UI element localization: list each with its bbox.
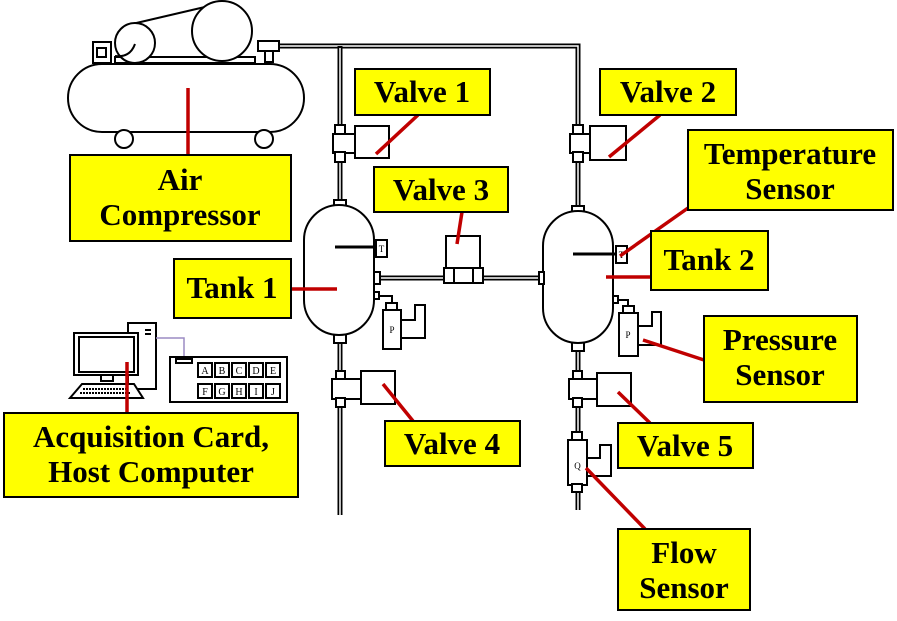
card-key-label: G [218,387,225,398]
card-key [214,362,230,378]
card-key [248,383,264,399]
card-key [214,383,230,399]
label-valve-1: Valve 1 [354,68,491,116]
pressure-glyph: P [625,330,630,340]
card-key [265,383,281,399]
card-key-label: F [202,387,208,398]
label-text: Sensor [639,570,729,605]
label-text: Valve 3 [393,172,489,207]
label-valve-4: Valve 4 [384,420,521,467]
host-computer-icon [67,322,185,399]
temperature-glyph: T [379,244,385,254]
card-key-label: J [271,387,275,398]
flow-glyph: Q [574,461,581,471]
tank-1-icon: T [303,199,388,344]
label-text: Sensor [745,171,835,206]
label-tank-2: Tank 2 [650,230,769,291]
label-text: Tank 1 [186,270,277,305]
label-acquisition-host-computer: Acquisition Card, Host Computer [3,412,299,498]
label-valve-2: Valve 2 [599,68,737,116]
label-text: Host Computer [48,454,254,489]
card-key-label: H [235,387,242,398]
valve-5-icon [568,370,632,408]
label-text: Acquisition Card, [33,419,269,454]
label-text: Valve 5 [637,428,733,463]
leader-lines [125,88,705,531]
card-key-label: E [270,366,276,377]
valve-2-icon [569,124,627,163]
label-pressure-sensor: Pressure Sensor [703,315,858,403]
air-compressor-icon [67,0,305,149]
label-text: Tank 2 [663,242,754,277]
card-key-label: A [201,366,209,377]
card-key-label: D [252,366,259,377]
card-key-label: I [254,387,257,398]
card-key [248,362,264,378]
cable [156,337,185,360]
card-key [197,362,213,378]
card-key-label: B [219,366,226,377]
label-air-compressor: Air Compressor [69,154,292,242]
pressure-glyph: P [389,325,394,335]
label-tank-1: Tank 1 [173,258,292,319]
flow-sensor-icon: Q [567,431,612,493]
pressure-sensor-2-icon: P [612,295,662,357]
label-valve-3: Valve 3 [373,166,509,213]
label-text: Sensor [735,357,825,392]
card-key-label: C [236,366,243,377]
label-text: Pressure [723,322,837,357]
valve-4-icon [331,370,396,408]
label-text: Valve 4 [404,426,500,461]
label-text: Valve 1 [374,74,470,109]
label-text: Air [158,162,203,197]
pressure-sensor-1-icon: P [373,291,426,350]
card-key [231,383,247,399]
valve-3-icon [443,235,484,284]
label-text: Valve 2 [620,74,716,109]
label-valve-5: Valve 5 [617,422,754,469]
label-flow-sensor: Flow Sensor [617,528,751,611]
label-text: Compressor [99,197,261,232]
card-key [197,383,213,399]
label-text: Temperature [704,136,876,171]
card-key [231,362,247,378]
label-temperature-sensor: Temperature Sensor [687,129,894,211]
valve-1-icon [332,124,390,163]
card-key [265,362,281,378]
label-text: Flow [651,535,717,570]
